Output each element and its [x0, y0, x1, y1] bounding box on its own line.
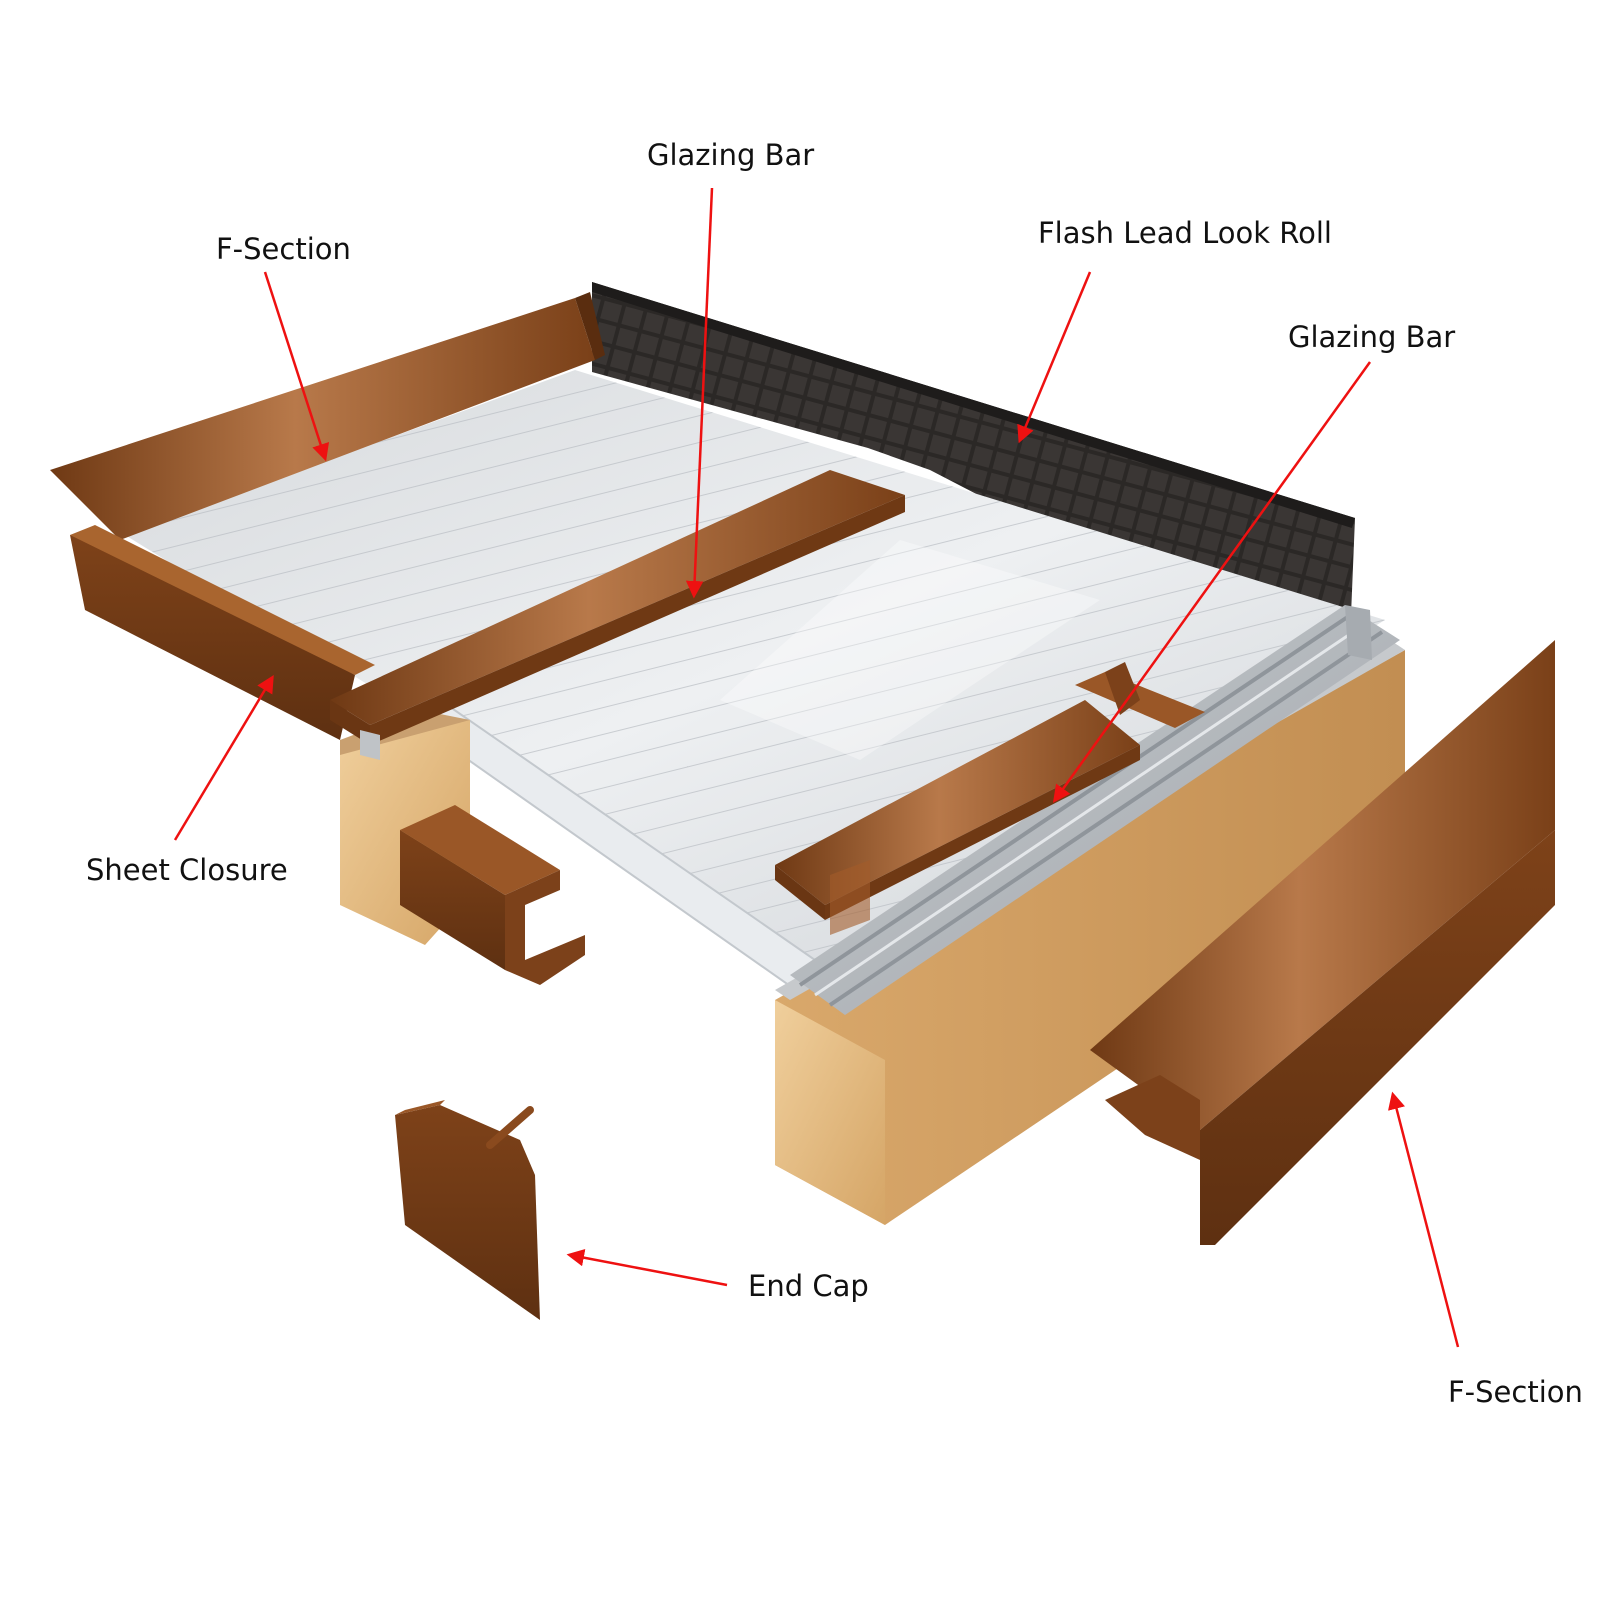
sheet-closure-piece [400, 805, 585, 985]
arrow-f-section-left [263, 271, 330, 462]
arrow-end-cap [566, 1249, 728, 1287]
label-flash-lead-look-roll: Flash Lead Look Roll [1038, 216, 1332, 250]
f-section-right [1090, 640, 1555, 1245]
label-f-section-left: F-Section [216, 232, 351, 266]
arrow-flash-lead-roll [1017, 271, 1092, 444]
f-section-left [50, 292, 605, 540]
arrow-glazing-bar-top [685, 187, 714, 599]
flash-lead-roll [592, 282, 1355, 640]
arrow-f-section-right [1388, 1091, 1460, 1348]
label-glazing-bar-right: Glazing Bar [1288, 320, 1456, 354]
label-f-section-right: F-Section [1448, 1375, 1583, 1409]
glazing-bar-left [330, 470, 905, 760]
end-cap [395, 1100, 540, 1320]
sheet-closure-left [70, 525, 375, 740]
label-glazing-bar-top: Glazing Bar [647, 138, 815, 172]
arrow-sheet-closure [173, 674, 274, 841]
label-end-cap: End Cap [748, 1269, 869, 1303]
arrow-glazing-bar-right [1052, 361, 1372, 803]
label-sheet-closure: Sheet Closure [86, 853, 288, 887]
aluminium-glazing-rail [790, 605, 1400, 1015]
callout-arrows [173, 187, 1460, 1348]
